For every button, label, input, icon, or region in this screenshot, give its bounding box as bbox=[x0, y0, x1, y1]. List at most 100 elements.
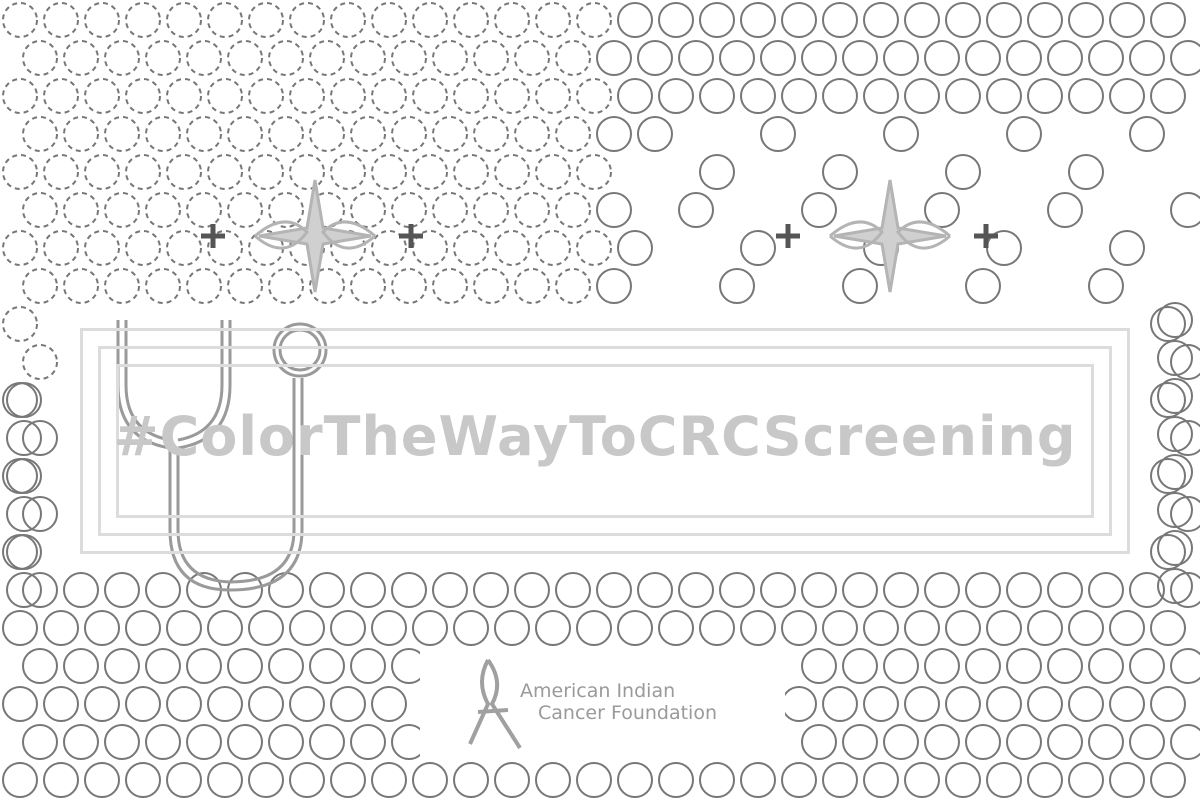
pattern-circle bbox=[1109, 230, 1145, 266]
pattern-circle bbox=[658, 762, 694, 798]
pattern-circle bbox=[125, 686, 161, 722]
pattern-circle bbox=[104, 40, 140, 76]
pattern-circle bbox=[227, 268, 263, 304]
pattern-circle bbox=[6, 496, 42, 532]
pattern-circle bbox=[309, 116, 345, 152]
pattern-circle bbox=[350, 648, 386, 684]
pattern-circle bbox=[453, 78, 489, 114]
pattern-circle bbox=[596, 572, 632, 608]
pattern-circle bbox=[330, 610, 366, 646]
pattern-circle bbox=[1157, 492, 1193, 528]
pattern-circle bbox=[432, 192, 468, 228]
pattern-circle bbox=[2, 686, 38, 722]
pattern-circle bbox=[760, 40, 796, 76]
pattern-circle bbox=[1157, 416, 1193, 452]
pattern-circle bbox=[637, 116, 673, 152]
pattern-circle bbox=[760, 572, 796, 608]
pattern-circle bbox=[699, 762, 735, 798]
pattern-circle bbox=[227, 648, 263, 684]
pattern-circle bbox=[22, 268, 58, 304]
pattern-circle bbox=[1170, 572, 1200, 608]
pattern-circle bbox=[63, 572, 99, 608]
pattern-circle bbox=[186, 724, 222, 760]
pattern-circle bbox=[43, 78, 79, 114]
pattern-circle bbox=[781, 78, 817, 114]
pattern-circle bbox=[1150, 534, 1186, 570]
pattern-circle bbox=[986, 2, 1022, 38]
pattern-circle bbox=[207, 686, 243, 722]
pattern-circle bbox=[986, 78, 1022, 114]
pattern-circle bbox=[268, 268, 304, 304]
pattern-circle bbox=[924, 40, 960, 76]
pattern-circle bbox=[330, 78, 366, 114]
pattern-circle bbox=[883, 724, 919, 760]
pattern-circle bbox=[945, 2, 981, 38]
pattern-circle bbox=[719, 40, 755, 76]
pattern-circle bbox=[904, 686, 940, 722]
pattern-circle bbox=[104, 572, 140, 608]
pattern-circle bbox=[453, 230, 489, 266]
pattern-circle bbox=[2, 306, 38, 342]
sparkle-icon bbox=[776, 179, 998, 293]
pattern-circle bbox=[63, 40, 99, 76]
pattern-circle bbox=[1109, 610, 1145, 646]
pattern-circle bbox=[494, 78, 530, 114]
pattern-circle bbox=[412, 610, 448, 646]
pattern-circle bbox=[535, 2, 571, 38]
sparkle-icon bbox=[201, 179, 423, 293]
pattern-circle bbox=[371, 762, 407, 798]
pattern-circle bbox=[309, 572, 345, 608]
pattern-circle bbox=[1047, 40, 1083, 76]
pattern-circle bbox=[1157, 568, 1193, 604]
pattern-circle bbox=[63, 724, 99, 760]
pattern-circle bbox=[125, 2, 161, 38]
pattern-circle bbox=[1027, 762, 1063, 798]
banner-hashtag: #ColorTheWayToCRCScreening bbox=[113, 405, 1077, 468]
pattern-circle bbox=[883, 572, 919, 608]
pattern-circle bbox=[207, 2, 243, 38]
pattern-circle bbox=[924, 572, 960, 608]
pattern-circle bbox=[166, 230, 202, 266]
pattern-circle bbox=[740, 78, 776, 114]
pattern-circle bbox=[412, 78, 448, 114]
pattern-circle bbox=[22, 572, 58, 608]
pattern-circle bbox=[1006, 116, 1042, 152]
pattern-circle bbox=[145, 648, 181, 684]
pattern-circle bbox=[289, 154, 325, 190]
pattern-circle bbox=[904, 78, 940, 114]
pattern-circle bbox=[6, 458, 42, 494]
pattern-circle bbox=[863, 686, 899, 722]
pattern-circle bbox=[904, 762, 940, 798]
pattern-circle bbox=[1047, 572, 1083, 608]
pattern-circle bbox=[391, 572, 427, 608]
pattern-circle bbox=[514, 192, 550, 228]
pattern-circle bbox=[104, 648, 140, 684]
pattern-circle bbox=[84, 230, 120, 266]
pattern-circle bbox=[576, 230, 612, 266]
pattern-circle bbox=[330, 2, 366, 38]
pattern-circle bbox=[842, 724, 878, 760]
pattern-circle bbox=[494, 154, 530, 190]
pattern-circle bbox=[1088, 40, 1124, 76]
pattern-circle bbox=[822, 686, 858, 722]
pattern-circle bbox=[863, 610, 899, 646]
pattern-circle bbox=[145, 116, 181, 152]
pattern-circle bbox=[617, 610, 653, 646]
pattern-circle bbox=[842, 572, 878, 608]
pattern-circle bbox=[576, 154, 612, 190]
pattern-circle bbox=[145, 192, 181, 228]
pattern-circle bbox=[84, 2, 120, 38]
pattern-circle bbox=[1047, 192, 1083, 228]
pattern-circle bbox=[801, 724, 837, 760]
pattern-circle bbox=[801, 648, 837, 684]
pattern-circle bbox=[145, 40, 181, 76]
pattern-circle bbox=[986, 610, 1022, 646]
pattern-circle bbox=[945, 762, 981, 798]
pattern-circle bbox=[822, 78, 858, 114]
pattern-circle bbox=[22, 648, 58, 684]
pattern-circle bbox=[740, 762, 776, 798]
pattern-circle bbox=[535, 610, 571, 646]
pattern-circle bbox=[699, 2, 735, 38]
pattern-circle bbox=[1109, 686, 1145, 722]
pattern-circle bbox=[125, 610, 161, 646]
